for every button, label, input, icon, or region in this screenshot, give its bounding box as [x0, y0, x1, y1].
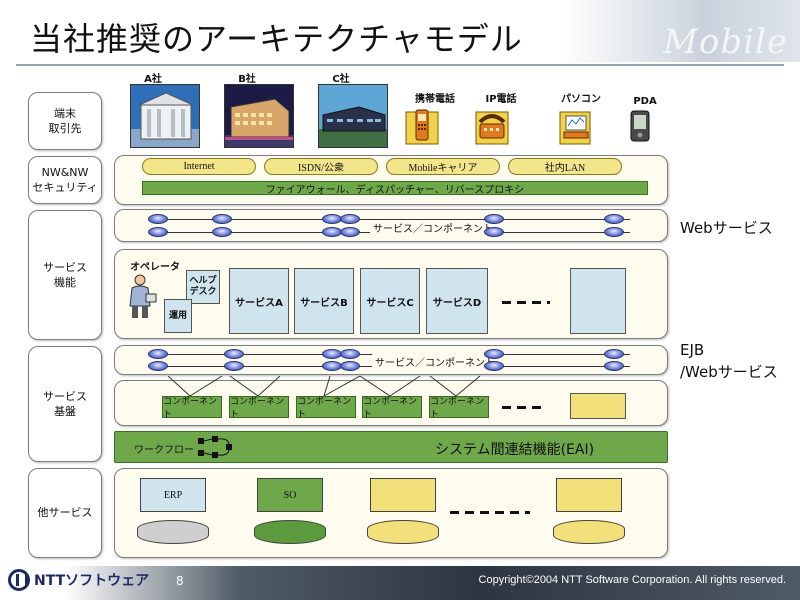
operator-label: オペレータ — [130, 262, 180, 273]
router-icon — [484, 361, 504, 371]
ellipsis-dashes — [450, 511, 530, 514]
ntt-logo-icon — [8, 569, 30, 591]
erp-box: ERP — [140, 478, 206, 512]
router-icon — [340, 227, 360, 237]
database-icon — [553, 520, 625, 544]
so-box: SO — [257, 478, 323, 512]
router-icon — [484, 227, 504, 237]
operation-box: 運用 — [164, 299, 192, 333]
router-icon — [604, 361, 624, 371]
router-icon — [340, 214, 360, 224]
database-icon — [367, 520, 439, 544]
web-services-side-label: Webサービス — [680, 219, 773, 237]
label-company-a: A社 — [144, 74, 162, 85]
eai-bar-label: システム間連結機能(EAI) — [435, 442, 595, 458]
router-icon — [212, 214, 232, 224]
router-icon — [148, 361, 168, 371]
eai-bar: システム間連結機能(EAI) — [114, 431, 668, 463]
logo-text: NTTソフトウェア — [34, 573, 150, 589]
service-db-box — [556, 478, 622, 512]
ip-phone-icon — [474, 106, 510, 146]
ejb-side-label: EJB /Webサービス — [680, 341, 778, 381]
service-a-box: サービスA — [229, 268, 289, 334]
building-a-image — [130, 84, 200, 148]
web-services-bus-label: サービス／コンポーネント — [370, 220, 496, 235]
network-internal-lan: 社内LAN — [508, 158, 622, 175]
workflow-icon — [196, 434, 240, 460]
pc-icon — [556, 106, 594, 146]
operator-icon — [128, 272, 158, 320]
service-c-box: サービスC — [360, 268, 420, 334]
label-pda: PDA — [633, 96, 657, 107]
component-box: コンポーネント — [229, 396, 289, 420]
service-placeholder-box — [570, 268, 626, 334]
erp-database-icon — [137, 520, 209, 544]
component-placeholder-box — [570, 393, 626, 419]
banner-text: Mobile — [663, 22, 788, 62]
router-icon — [322, 349, 342, 359]
router-icon — [224, 349, 244, 359]
service-d-box: サービスD — [426, 268, 488, 334]
workflow-label: ワークフロー — [134, 445, 194, 456]
label-company-b: B社 — [238, 74, 256, 85]
so-database-icon — [254, 520, 326, 544]
help-desk-box: ヘルプ デスク — [186, 270, 220, 304]
router-icon — [148, 214, 168, 224]
category-network: NW&NW セキュリティ — [28, 156, 102, 204]
company-logo: NTTソフトウェア — [8, 566, 149, 594]
router-icon — [340, 349, 360, 359]
network-internet: Internet — [142, 158, 256, 175]
label-ip-phone: IP電話 — [485, 94, 517, 105]
router-icon — [484, 349, 504, 359]
building-b-image — [224, 84, 294, 148]
router-icon — [604, 214, 624, 224]
router-icon — [484, 214, 504, 224]
network-isdn: ISDN/公衆 — [264, 158, 378, 175]
component-connector-lines — [167, 375, 481, 397]
router-icon — [322, 361, 342, 371]
building-c-image — [318, 84, 388, 148]
component-box: コンポーネント — [429, 396, 489, 420]
category-service-platform: サービス 基盤 — [28, 346, 102, 462]
header-banner: Mobile — [560, 0, 800, 62]
component-box: コンポーネント — [362, 396, 422, 420]
router-icon — [322, 214, 342, 224]
router-icon — [604, 349, 624, 359]
label-pc: パソコン — [561, 94, 601, 105]
router-icon — [212, 227, 232, 237]
category-other-services: 他サービス — [28, 468, 102, 558]
ejb-bus-label: サービス／コンポーネント — [372, 354, 498, 369]
router-icon — [148, 349, 168, 359]
ellipsis-dashes — [502, 301, 550, 304]
pda-icon — [630, 110, 650, 142]
router-icon — [604, 227, 624, 237]
router-icon — [322, 227, 342, 237]
service-b-box: サービスB — [294, 268, 354, 334]
network-mobile-carrier: Mobileキャリア — [386, 158, 500, 175]
component-box: コンポーネント — [296, 396, 356, 420]
page-number: 8 — [176, 574, 184, 588]
page-title: 当社推奨のアーキテクチャモデル — [30, 20, 523, 58]
mobile-phone-icon — [404, 106, 440, 146]
service-db-box — [370, 478, 436, 512]
title-divider — [16, 64, 784, 66]
router-icon — [148, 227, 168, 237]
label-company-c: C社 — [332, 74, 350, 85]
copyright-text: Copyright©2004 NTT Software Corporation.… — [478, 574, 786, 586]
component-box: コンポーネント — [162, 396, 222, 420]
category-terminal: 端末 取引先 — [28, 92, 102, 150]
ellipsis-dashes — [502, 406, 546, 409]
category-service-functions: サービス 機能 — [28, 210, 102, 340]
footer-bar — [0, 566, 800, 600]
router-icon — [224, 361, 244, 371]
label-mobile-phone: 携帯電話 — [415, 94, 455, 105]
router-icon — [340, 361, 360, 371]
bus-wire-upper — [150, 219, 630, 220]
security-bar: ファイアウォール、ディスパッチャー、リバースプロキシ — [142, 181, 648, 196]
